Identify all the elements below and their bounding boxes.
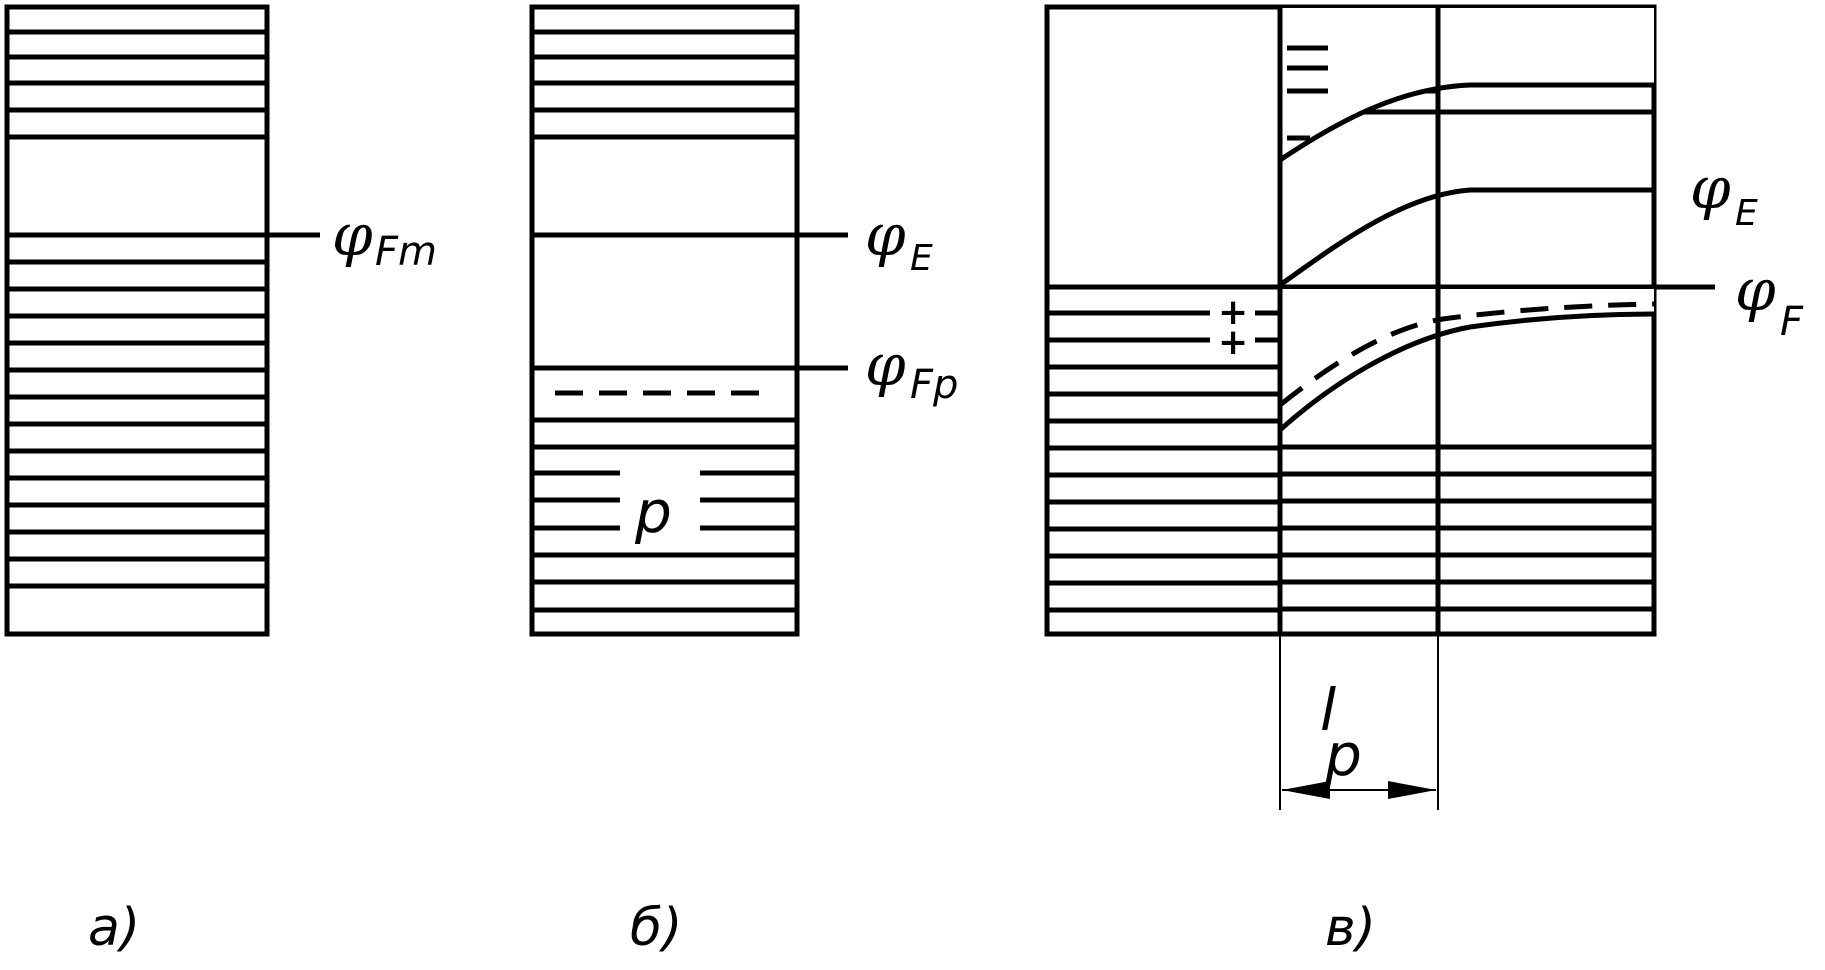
panel-a-frame xyxy=(4,4,270,637)
panel-c-dimension-symbol: l xyxy=(1320,676,1336,744)
panel-b-fermi-symbol: φ xyxy=(865,331,906,399)
panel-b-carrier-label: p xyxy=(634,478,672,546)
panel-a: φ Fm а) xyxy=(4,4,437,958)
panel-c-lower-knockout xyxy=(1280,289,1654,430)
panel-a-fermi-subscript: Fm xyxy=(375,229,437,275)
panel-b-intrinsic-symbol: φ xyxy=(865,201,906,269)
panel-c-ion-sign-1: + xyxy=(1218,292,1248,333)
panel-c-dimension-arrow-right xyxy=(1388,781,1436,799)
panel-c-intrinsic-subscript: E xyxy=(1735,193,1758,234)
panel-c-fermi-subscript: F xyxy=(1780,299,1804,345)
panel-a-hatching xyxy=(7,29,267,589)
panel-b-caption: б) xyxy=(630,898,682,958)
panel-c-intrinsic-symbol: φ xyxy=(1690,154,1731,222)
panel-c-fermi-symbol: φ xyxy=(1735,256,1776,324)
panel-c-caption: в) xyxy=(1325,898,1376,958)
panel-c-dimension-subscript: p xyxy=(1324,721,1362,789)
panel-c-lower-band-curve xyxy=(1278,311,1655,432)
panel-c-intrinsic-curve xyxy=(1278,187,1654,288)
panel-c-frame xyxy=(1044,4,1657,637)
panel-c: φ E φ F l p в) ++ xyxy=(1044,4,1804,958)
panel-c-ion-bg xyxy=(1210,292,1255,357)
panel-b-carrier-label-bg xyxy=(620,462,700,537)
panel-a-caption: а) xyxy=(88,898,140,958)
panel-a-fermi-symbol: φ xyxy=(332,201,373,269)
panel-c-upper-band-curve xyxy=(1278,82,1654,163)
panel-b-frame xyxy=(529,4,800,637)
panel-c-dashed-curve xyxy=(1278,301,1655,407)
panel-c-dimension-arrow-left xyxy=(1282,781,1330,799)
panel-b-fermi-subscript: Fp xyxy=(910,362,958,408)
panel-c-ion-sign-2: + xyxy=(1218,322,1248,363)
panel-b-intrinsic-subscript: E xyxy=(910,238,933,279)
panel-b: φ E φ Fp б) p xyxy=(529,4,958,958)
